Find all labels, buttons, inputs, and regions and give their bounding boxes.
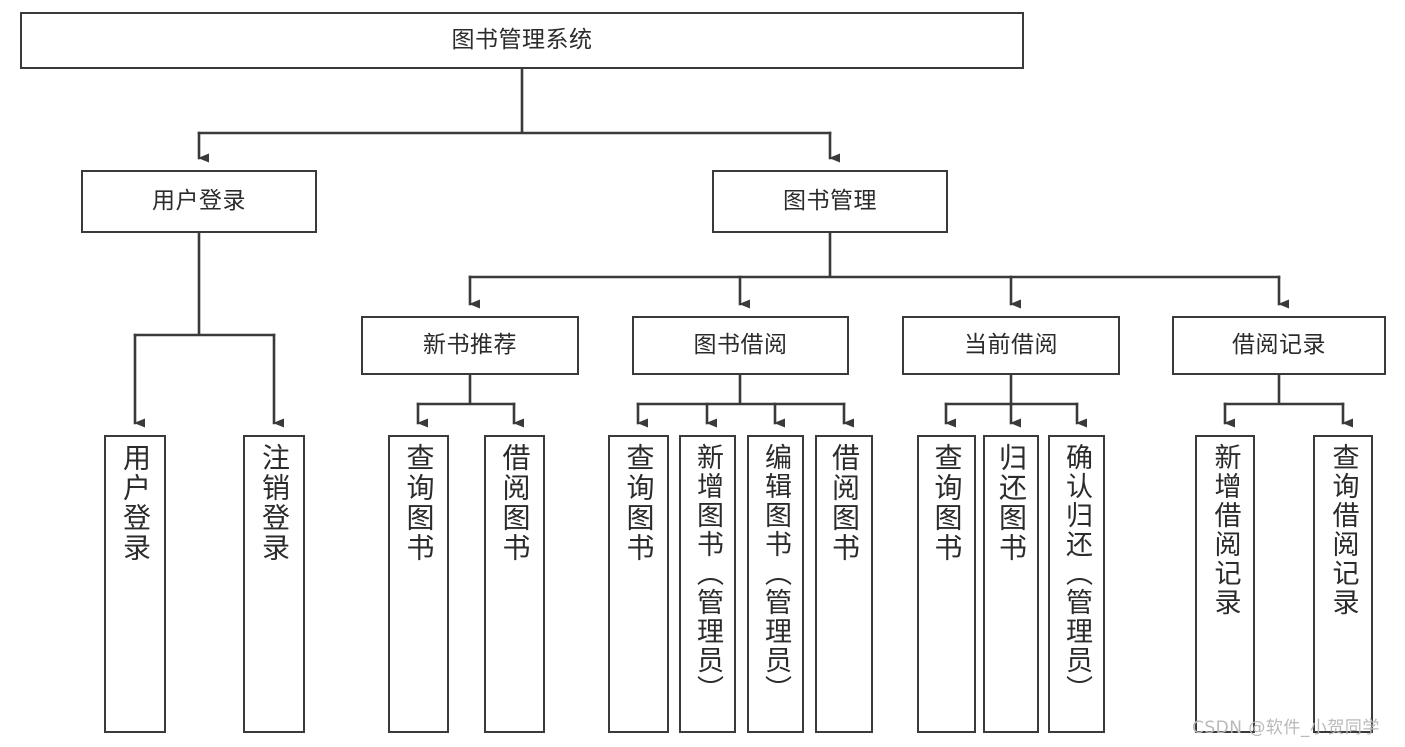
link-bookborrow-bus [636,373,846,406]
node-new-book-rec[interactable]: 新书推荐 [361,316,579,375]
node-label: 归还图书 [995,443,1028,563]
leaf-query-record[interactable]: 查询借阅记录 [1313,435,1373,733]
node-label: 图书管理 [783,188,877,215]
node-label: 借阅图书 [828,443,861,563]
node-system-root[interactable]: 图书管理系统 [20,12,1024,69]
node-label: 用户登录 [152,188,246,215]
link-currentborrow-bus [944,373,1079,406]
node-label: 当前借阅 [964,332,1058,359]
link-root-bus [197,67,832,135]
node-current-borrow[interactable]: 当前借阅 [902,316,1120,375]
leaf-add-record[interactable]: 新增借阅记录 [1195,435,1255,733]
node-book-manage[interactable]: 图书管理 [712,170,948,233]
leaf-borrow-book-2[interactable]: 借阅图书 [815,435,873,733]
leaf-user-logout[interactable]: 注销登录 [243,435,305,733]
node-label: 查询图书 [930,443,964,563]
csdn-watermark: CSDN @软件_小贺同学 [1192,718,1380,738]
node-label: 新增借阅记录 [1209,443,1241,617]
node-book-borrow[interactable]: 图书借阅 [632,316,849,375]
link-newbook-bus [416,373,516,406]
node-label: 用户登录 [119,443,152,563]
node-label: 新增图书（管理员） [692,443,723,704]
leaf-query-book-3[interactable]: 查询图书 [917,435,976,733]
leaf-borrow-book-1[interactable]: 借阅图书 [484,435,545,733]
node-label: 注销登录 [258,443,291,563]
leaf-query-book-1[interactable]: 查询图书 [388,435,449,733]
node-label: 借阅记录 [1232,332,1326,359]
link-userlogin-bus [133,231,276,337]
leaf-user-login[interactable]: 用户登录 [104,435,166,733]
node-label: 图书管理系统 [451,27,593,54]
node-label: 新书推荐 [423,332,517,359]
node-label: 查询图书 [402,443,436,563]
link-bookmanage-bus [468,231,1281,279]
node-label: 图书借阅 [693,332,788,359]
leaf-confirm-return[interactable]: 确认归还（管理员） [1048,435,1105,733]
leaf-query-book-2[interactable]: 查询图书 [608,435,669,733]
leaf-edit-book[interactable]: 编辑图书（管理员） [747,435,804,733]
node-borrow-record[interactable]: 借阅记录 [1172,316,1386,375]
leaf-add-book[interactable]: 新增图书（管理员） [679,435,736,733]
leaf-return-book[interactable]: 归还图书 [983,435,1039,733]
node-label: 查询图书 [622,443,656,563]
node-label: 查询借阅记录 [1327,443,1359,617]
link-borrowrecord-bus [1223,373,1345,406]
node-label: 编辑图书（管理员） [760,443,791,704]
node-user-login[interactable]: 用户登录 [81,170,317,233]
node-label: 借阅图书 [498,443,532,563]
node-label: 确认归还（管理员） [1061,443,1092,704]
